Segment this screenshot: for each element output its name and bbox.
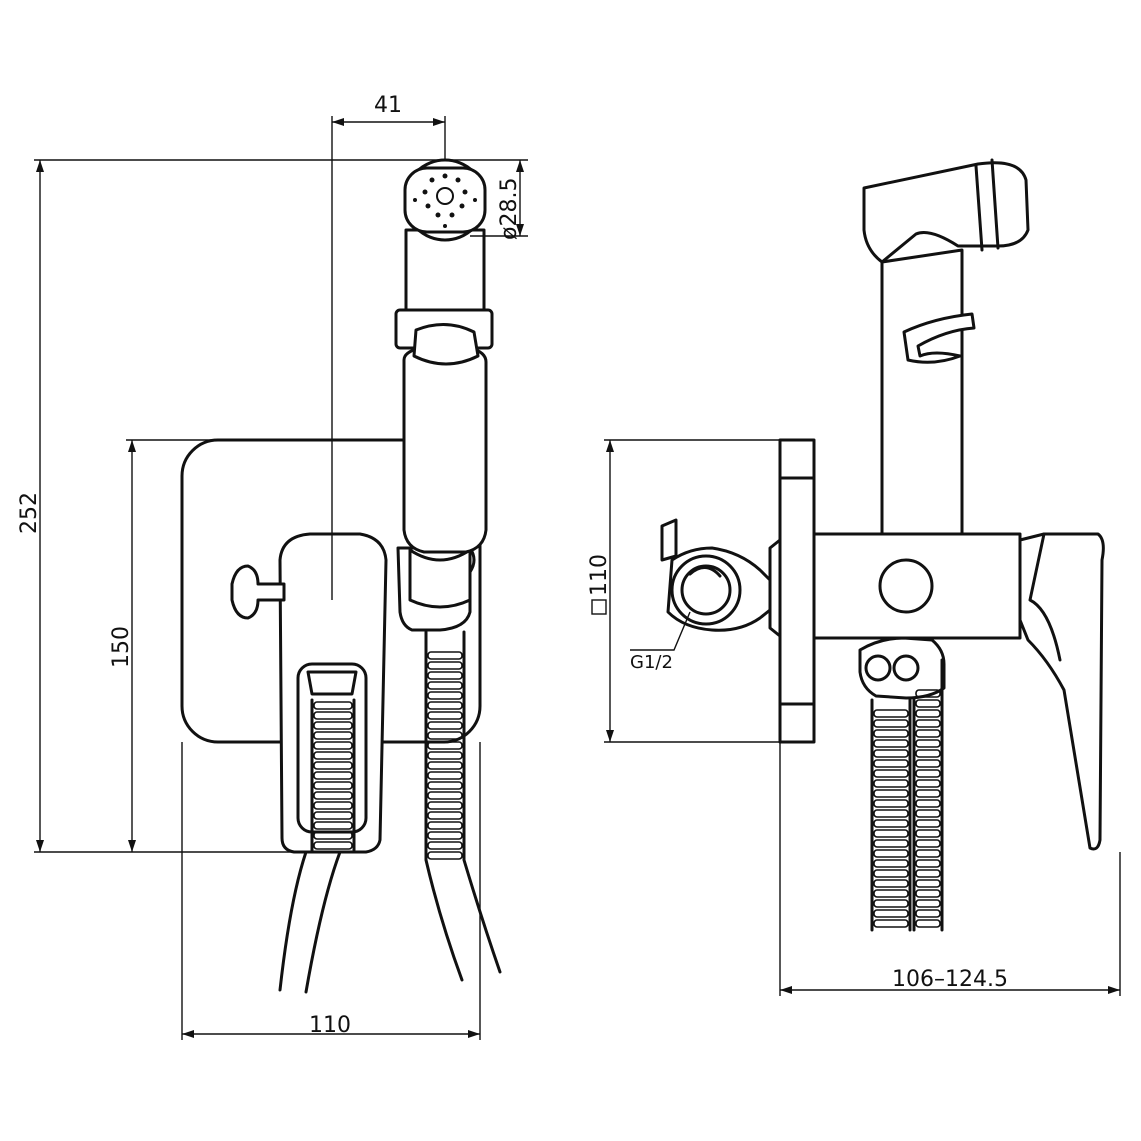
spray-nozzles [413, 173, 477, 228]
side-hose-left [870, 698, 912, 932]
dim-252: 252 [17, 159, 445, 853]
dim-252-label: 252 [17, 492, 42, 534]
dim-diameter-label: ø28.5 [497, 178, 522, 240]
spray-head-body [403, 166, 487, 234]
dim-depth: 106–124.5 [779, 742, 1121, 996]
handset-clamp-knob [412, 323, 480, 366]
handset-neck [404, 228, 486, 312]
dim-110-side: 110 [587, 439, 780, 743]
dim-110-side-label: 110 [587, 554, 612, 596]
lever-inner-tab [306, 670, 358, 696]
dim-110-bottom: 110 [181, 742, 481, 1040]
side-hose-nut [858, 636, 946, 700]
square-symbol-icon [591, 599, 607, 615]
dim-41-label: 41 [374, 93, 402, 118]
side-handset-clip [902, 312, 976, 364]
hose-handset [424, 630, 502, 982]
dim-diameter: ø28.5 [445, 159, 528, 240]
front-view: 41 ø28.5 252 150 110 [17, 93, 528, 1040]
thread-label: G1/2 [630, 652, 673, 673]
dim-110-bottom-label: 110 [309, 1013, 351, 1038]
handset-grip [402, 346, 488, 554]
side-spray-head [862, 161, 1030, 264]
side-lever [1018, 532, 1105, 851]
side-outlet-port [878, 558, 934, 614]
dim-150-label: 150 [109, 626, 134, 668]
side-knob-stem [660, 518, 678, 562]
thread-callout: G1/2 [630, 611, 691, 673]
side-view: 110 G1/2 106–124.5 [587, 158, 1121, 996]
side-hose-right [912, 658, 944, 932]
diverter-knob [230, 564, 286, 620]
dim-depth-label: 106–124.5 [892, 967, 1008, 992]
holder-cup [408, 548, 472, 609]
hose-lever [278, 698, 356, 994]
dim-41: 41 [331, 93, 446, 600]
side-valve-body [812, 532, 1022, 640]
side-wall-plate [778, 438, 816, 744]
dim-150: 150 [109, 439, 330, 852]
side-handset [880, 248, 964, 536]
